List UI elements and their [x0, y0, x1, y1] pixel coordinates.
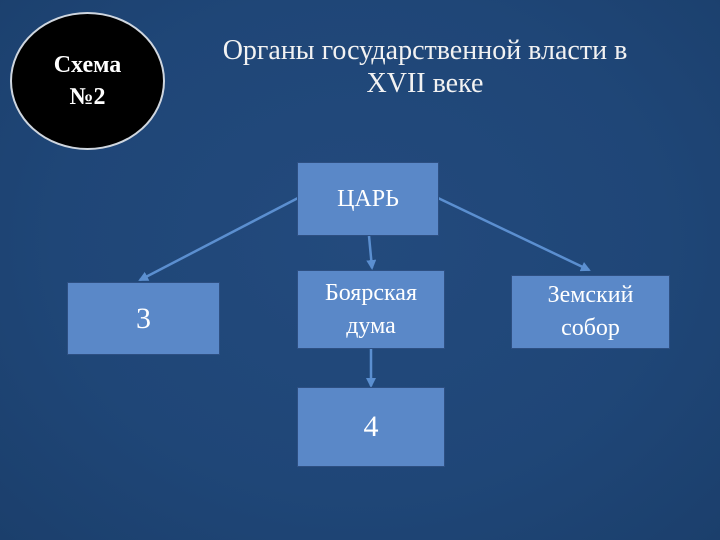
node-tsar-label: ЦАРЬ — [337, 185, 399, 212]
node-3-label: 3 — [136, 301, 151, 335]
node-boyar-duma-line-1: Боярская — [324, 279, 417, 306]
node-zemsky-sobor-line-2: собор — [561, 315, 620, 341]
node-zemsky-sobor-line-1: Земский — [547, 282, 634, 308]
arrow-tsar-to-3 — [138, 196, 299, 282]
arrow-tsar-to-duma — [366, 235, 377, 270]
page-title: Органы государственной власти в XVII век… — [180, 34, 670, 100]
node-boyar-duma: Боярская дума — [297, 270, 445, 349]
node-zemsky-sobor: Земский собор — [511, 275, 670, 349]
title-line-1: Органы государственной власти в — [222, 35, 628, 66]
scheme-badge-label: Схема — [53, 52, 122, 78]
arrow-tsar-to-sobor — [437, 196, 591, 272]
node-4-label: 4 — [363, 410, 379, 443]
node-3: 3 — [67, 282, 220, 355]
scheme-badge: Схема №2 — [10, 12, 165, 150]
node-boyar-duma-line-2: дума — [346, 312, 396, 339]
scheme-badge-number: №2 — [69, 84, 106, 110]
title-line-2: XVII веке — [366, 68, 484, 99]
node-tsar: ЦАРЬ — [297, 162, 439, 236]
node-4: 4 — [297, 387, 445, 467]
